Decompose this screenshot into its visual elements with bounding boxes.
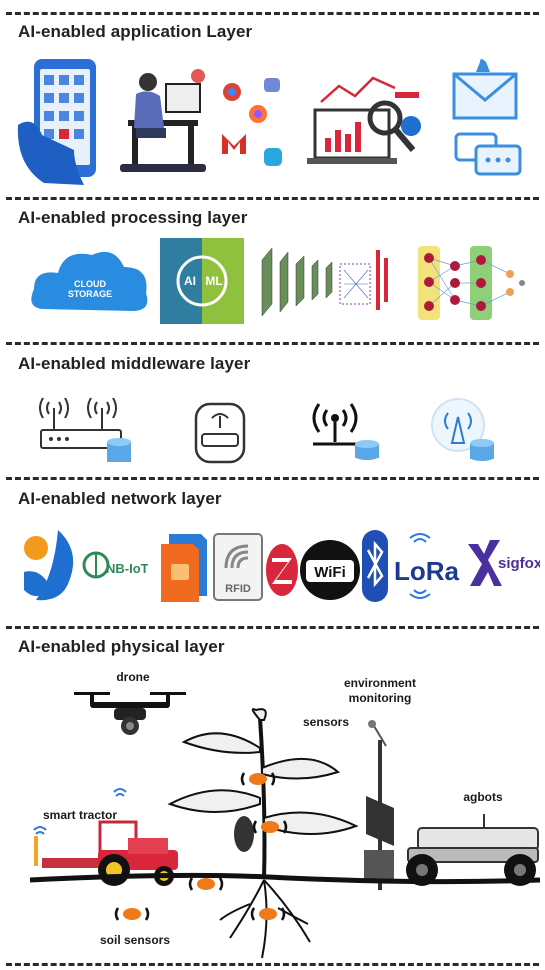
cloud-storage-icon: CLOUD STORAGE [31,251,148,311]
rfid-label: RFID [225,583,251,595]
ml-label: ML [205,274,222,288]
app-logos-icon [222,78,282,166]
processing-layer-title: AI-enabled processing layer [18,208,248,227]
divider [6,342,539,345]
desk-worker-icon [120,69,206,172]
svg-text:STORAGE: STORAGE [68,289,112,299]
sim-card-icon [161,534,207,602]
environment-monitoring-label: environment monitoring [343,676,416,705]
ai-label: AI [184,274,196,288]
sensor-marker-icon [188,877,224,891]
nbiot-logo-icon: NB-IoT [82,551,148,579]
rfid-reader-icon [194,402,246,464]
cell-tower-icon [431,398,494,461]
ai-ml-icon: AI ML [160,238,244,324]
sensor-marker-icon [250,907,286,921]
wifi-label: WiFi [314,564,346,581]
smartphone-icon [17,59,96,185]
drone-label: drone [116,670,150,684]
divider [6,963,539,966]
divider [6,12,539,15]
rfid-logo-icon: RFID [213,533,263,601]
zigbee-logo-icon [266,544,298,596]
lora-label: LoRa [394,556,460,586]
network-layer-title: AI-enabled network layer [18,489,222,508]
soil-sensors-label: soil sensors [99,933,171,947]
divider [6,197,539,200]
sigfox-logo-icon: sigfox [468,540,540,586]
router-icon [39,397,131,462]
divider [6,626,539,629]
drone-icon [74,692,186,735]
lora-logo-icon: LoRa [394,533,460,599]
application-layer-title: AI-enabled application Layer [18,22,253,41]
network-logo-blue-icon [24,530,74,601]
wifi-logo-icon: WiFi [300,540,360,600]
nbiot-label: NB-IoT [106,561,148,576]
sigfox-label: sigfox [498,555,540,572]
sensors-label: sensors [302,715,350,729]
cloud-storage-label: CLOUD [74,279,106,289]
weather-station-icon [364,720,394,890]
neural-network-icon [418,246,525,320]
cnn-architecture-icon [261,247,388,317]
sensor-marker-icon [240,772,276,786]
wireless-hub-icon [312,403,379,460]
ground-line [29,872,541,885]
sensor-marker-icon [252,820,288,834]
divider [6,477,539,480]
mail-notification-icon [452,59,522,176]
bluetooth-logo-icon [362,530,388,602]
agbot-icon [406,814,539,886]
middleware-layer-title: AI-enabled middleware layer [18,354,251,373]
sensor-marker-icon [114,907,150,921]
smart-tractor-label: smart tractor [42,808,118,822]
analytics-icon [307,76,421,164]
agbots-label: agbots [463,790,503,804]
physical-layer-title: AI-enabled physical layer [18,637,225,656]
